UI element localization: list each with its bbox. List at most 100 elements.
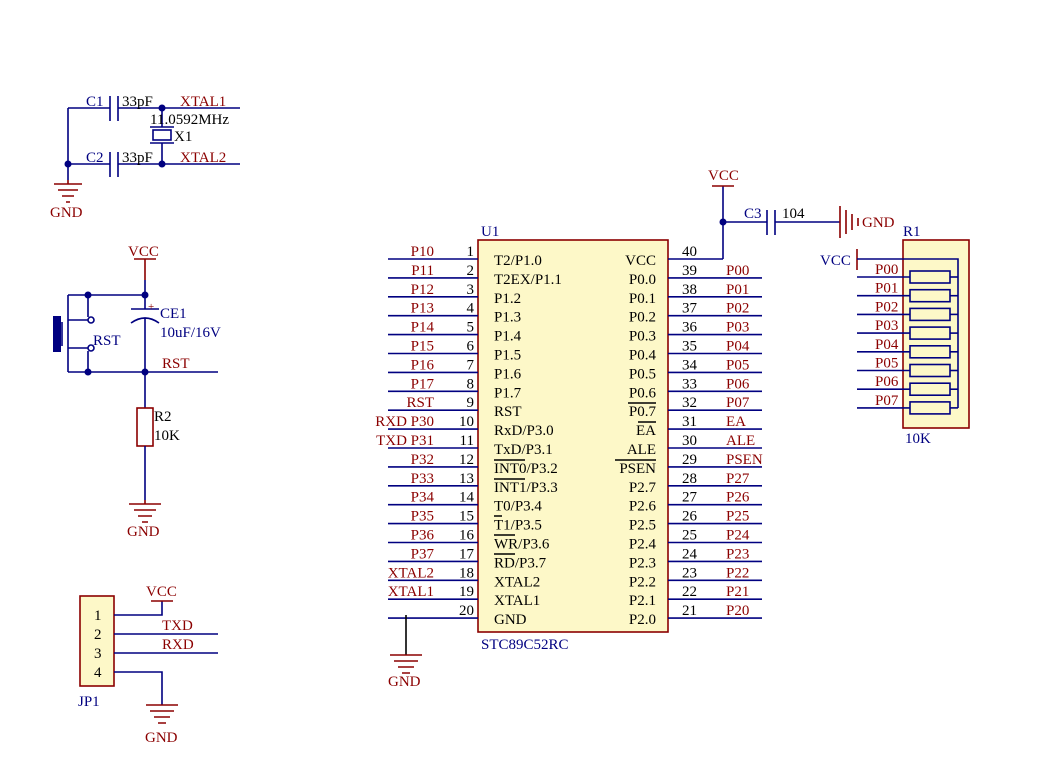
mcu-net-label: EA	[726, 414, 746, 430]
mcu-ref: U1	[481, 224, 499, 240]
mcu-pin-number: 4	[467, 301, 475, 317]
r1-net-label: P03	[875, 318, 898, 334]
mcu-pin-number: 38	[682, 282, 697, 298]
mcu-pin-name: P0.2	[629, 310, 656, 326]
mcu-pin-number: 2	[467, 263, 475, 279]
mcu-net-label: RST	[406, 395, 434, 411]
vcc-label: VCC	[146, 584, 177, 600]
mcu-pin-number: 36	[682, 320, 698, 336]
mcu-pin-number: 35	[682, 339, 697, 355]
c1-ref: C1	[86, 94, 104, 110]
mcu-net-label: P05	[726, 357, 749, 373]
c2-value: 33pF	[122, 150, 153, 166]
mcu-pin-number: 40	[682, 244, 697, 260]
mcu-pin-name: P1.5	[494, 348, 521, 364]
header-pin-2: 2	[94, 627, 102, 643]
mcu-pin-number: 8	[467, 376, 475, 392]
mcu-net-label: P27	[726, 471, 750, 487]
vcc-label: VCC	[128, 244, 159, 260]
mcu-pin-number: 9	[467, 395, 475, 411]
junction-dot	[84, 368, 92, 376]
mcu-net-label: P24	[726, 528, 750, 544]
mcu-u1: U1 STC89C52RC 1T2/P1.0P102T2EX/P1.1P113P…	[375, 168, 763, 690]
header-pin-3: 3	[94, 646, 102, 662]
mcu-pin-name: ALE	[627, 442, 656, 458]
gnd-label: GND	[50, 205, 83, 221]
mcu-pin-name: P2.5	[629, 518, 656, 534]
mcu-pin-name: P1.6	[494, 366, 522, 382]
header-pin-1: 1	[94, 608, 102, 624]
mcu-net-label: ALE	[726, 433, 755, 449]
mcu-net-label: P32	[411, 452, 434, 468]
mcu-pin-number: 10	[459, 414, 474, 430]
mcu-pin-name: P0.5	[629, 366, 656, 382]
mcu-net-label: P02	[726, 301, 749, 317]
mcu-pin-number: 1	[467, 244, 475, 260]
mcu-net-label: XTAL2	[388, 565, 434, 581]
mcu-pin-name: RD/P3.7	[494, 555, 547, 571]
ground-symbol	[390, 654, 422, 674]
junction-dot	[141, 291, 149, 299]
mcu-pin-name: P1.7	[494, 385, 522, 401]
ground-symbol	[146, 704, 178, 724]
mcu-pin-name: P0.4	[629, 348, 657, 364]
mcu-pin-name: P0.6	[629, 385, 657, 401]
capacitor-c2	[109, 152, 119, 177]
mcu-pin-name: XTAL2	[494, 574, 540, 590]
ce1-value: 10uF/16V	[160, 325, 221, 341]
mcu-pin-number: 23	[682, 565, 697, 581]
mcu-net-label: P16	[411, 357, 435, 373]
mcu-net-label: RXD P30	[375, 414, 434, 430]
mcu-net-label: P17	[411, 376, 435, 392]
net-label-rst: RST	[162, 356, 190, 372]
mcu-pin-number: 13	[459, 471, 474, 487]
mcu-net-label: P36	[411, 528, 435, 544]
header-jp1: 1 2 3 4 VCC TXD RXD JP1 GND	[78, 584, 218, 746]
c1-value: 33pF	[122, 94, 153, 110]
mcu-pin-name: P0.7	[629, 404, 657, 420]
r1-net-label: P06	[875, 374, 899, 390]
mcu-pin-name: INT0/P3.2	[494, 461, 558, 477]
mcu-pin-name: T0/P3.4	[494, 499, 542, 515]
mcu-net-label: XTAL1	[388, 584, 434, 600]
mcu-pin-name: GND	[494, 612, 527, 628]
switch-label: RST	[93, 333, 121, 349]
mcu-net-label: P01	[726, 282, 749, 298]
mcu-pin-number: 17	[459, 546, 475, 562]
mcu-pin-number: 15	[459, 509, 474, 525]
mcu-pin-number: 34	[682, 357, 698, 373]
mcu-pin-number: 30	[682, 433, 697, 449]
mcu-net-label: P14	[411, 320, 435, 336]
junction-dot	[141, 368, 149, 376]
net-label-rxd: RXD	[162, 637, 194, 653]
mcu-pin-number: 7	[467, 357, 475, 373]
r1-net-label: P00	[875, 262, 898, 278]
vcc-label: VCC	[708, 168, 739, 184]
mcu-left-pins: 1T2/P1.0P102T2EX/P1.1P113P1.2P124P1.3P13…	[375, 244, 562, 628]
mcu-net-label: TXD P31	[376, 433, 434, 449]
net-label-txd: TXD	[162, 618, 193, 634]
header-ref: JP1	[78, 694, 100, 710]
mcu-net-label: P13	[411, 301, 434, 317]
mcu-pin-name: PSEN	[619, 461, 656, 477]
r2-ref: R2	[154, 409, 172, 425]
junction-dot	[64, 160, 72, 168]
r1-net-label: P01	[875, 281, 898, 297]
gnd-label: GND	[862, 215, 895, 231]
mcu-pin-name: INT1/P3.3	[494, 480, 558, 496]
mcu-net-label: P12	[411, 282, 434, 298]
mcu-pin-name: T2/P1.0	[494, 253, 542, 269]
mcu-pin-number: 31	[682, 414, 697, 430]
mcu-pin-number: 22	[682, 584, 697, 600]
mcu-pin-name: TxD/P3.1	[494, 442, 553, 458]
vcc-symbol	[134, 258, 156, 280]
r1-ref: R1	[903, 224, 921, 240]
gnd-label: GND	[388, 674, 421, 690]
mcu-pin-number: 33	[682, 376, 697, 392]
push-button-rst	[53, 295, 95, 372]
mcu-net-label: P37	[411, 546, 435, 562]
mcu-pin-name: P1.2	[494, 291, 521, 307]
junction-dot	[158, 104, 166, 112]
mcu-net-label: P35	[411, 509, 434, 525]
